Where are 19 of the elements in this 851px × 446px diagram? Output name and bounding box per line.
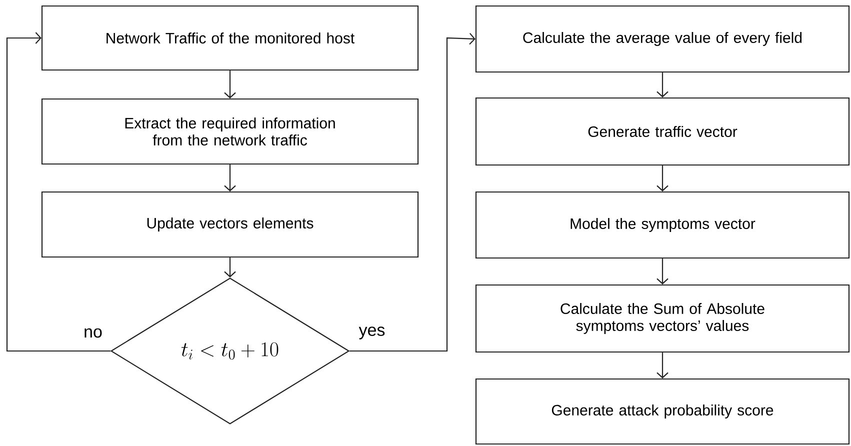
process-box: Network Traffic of the monitored host bbox=[41, 5, 419, 71]
edge-label: no bbox=[82, 327, 104, 339]
process-box: Generate traffic vector bbox=[475, 97, 850, 166]
process-box: Update vectors elements bbox=[41, 191, 419, 258]
process-box: Calculate the average value of every field bbox=[475, 5, 850, 73]
process-box: Extract the required information from the network traffic bbox=[41, 98, 419, 165]
arrow bbox=[224, 258, 236, 278]
process-box: Model the symptoms vector bbox=[475, 191, 850, 259]
edge-label: yes bbox=[358, 326, 386, 340]
arrow bbox=[224, 70, 236, 98]
arrow bbox=[6, 32, 110, 352]
process-box: Calculate the Sum of Absolute symptoms vectors’ values bbox=[475, 284, 850, 353]
arrow bbox=[656, 352, 668, 378]
arrow bbox=[656, 72, 668, 98]
arrow bbox=[350, 32, 476, 352]
arrow bbox=[656, 166, 668, 192]
arrow bbox=[224, 164, 236, 192]
process-box: Generate attack probability score bbox=[475, 378, 850, 445]
arrow bbox=[656, 258, 668, 284]
